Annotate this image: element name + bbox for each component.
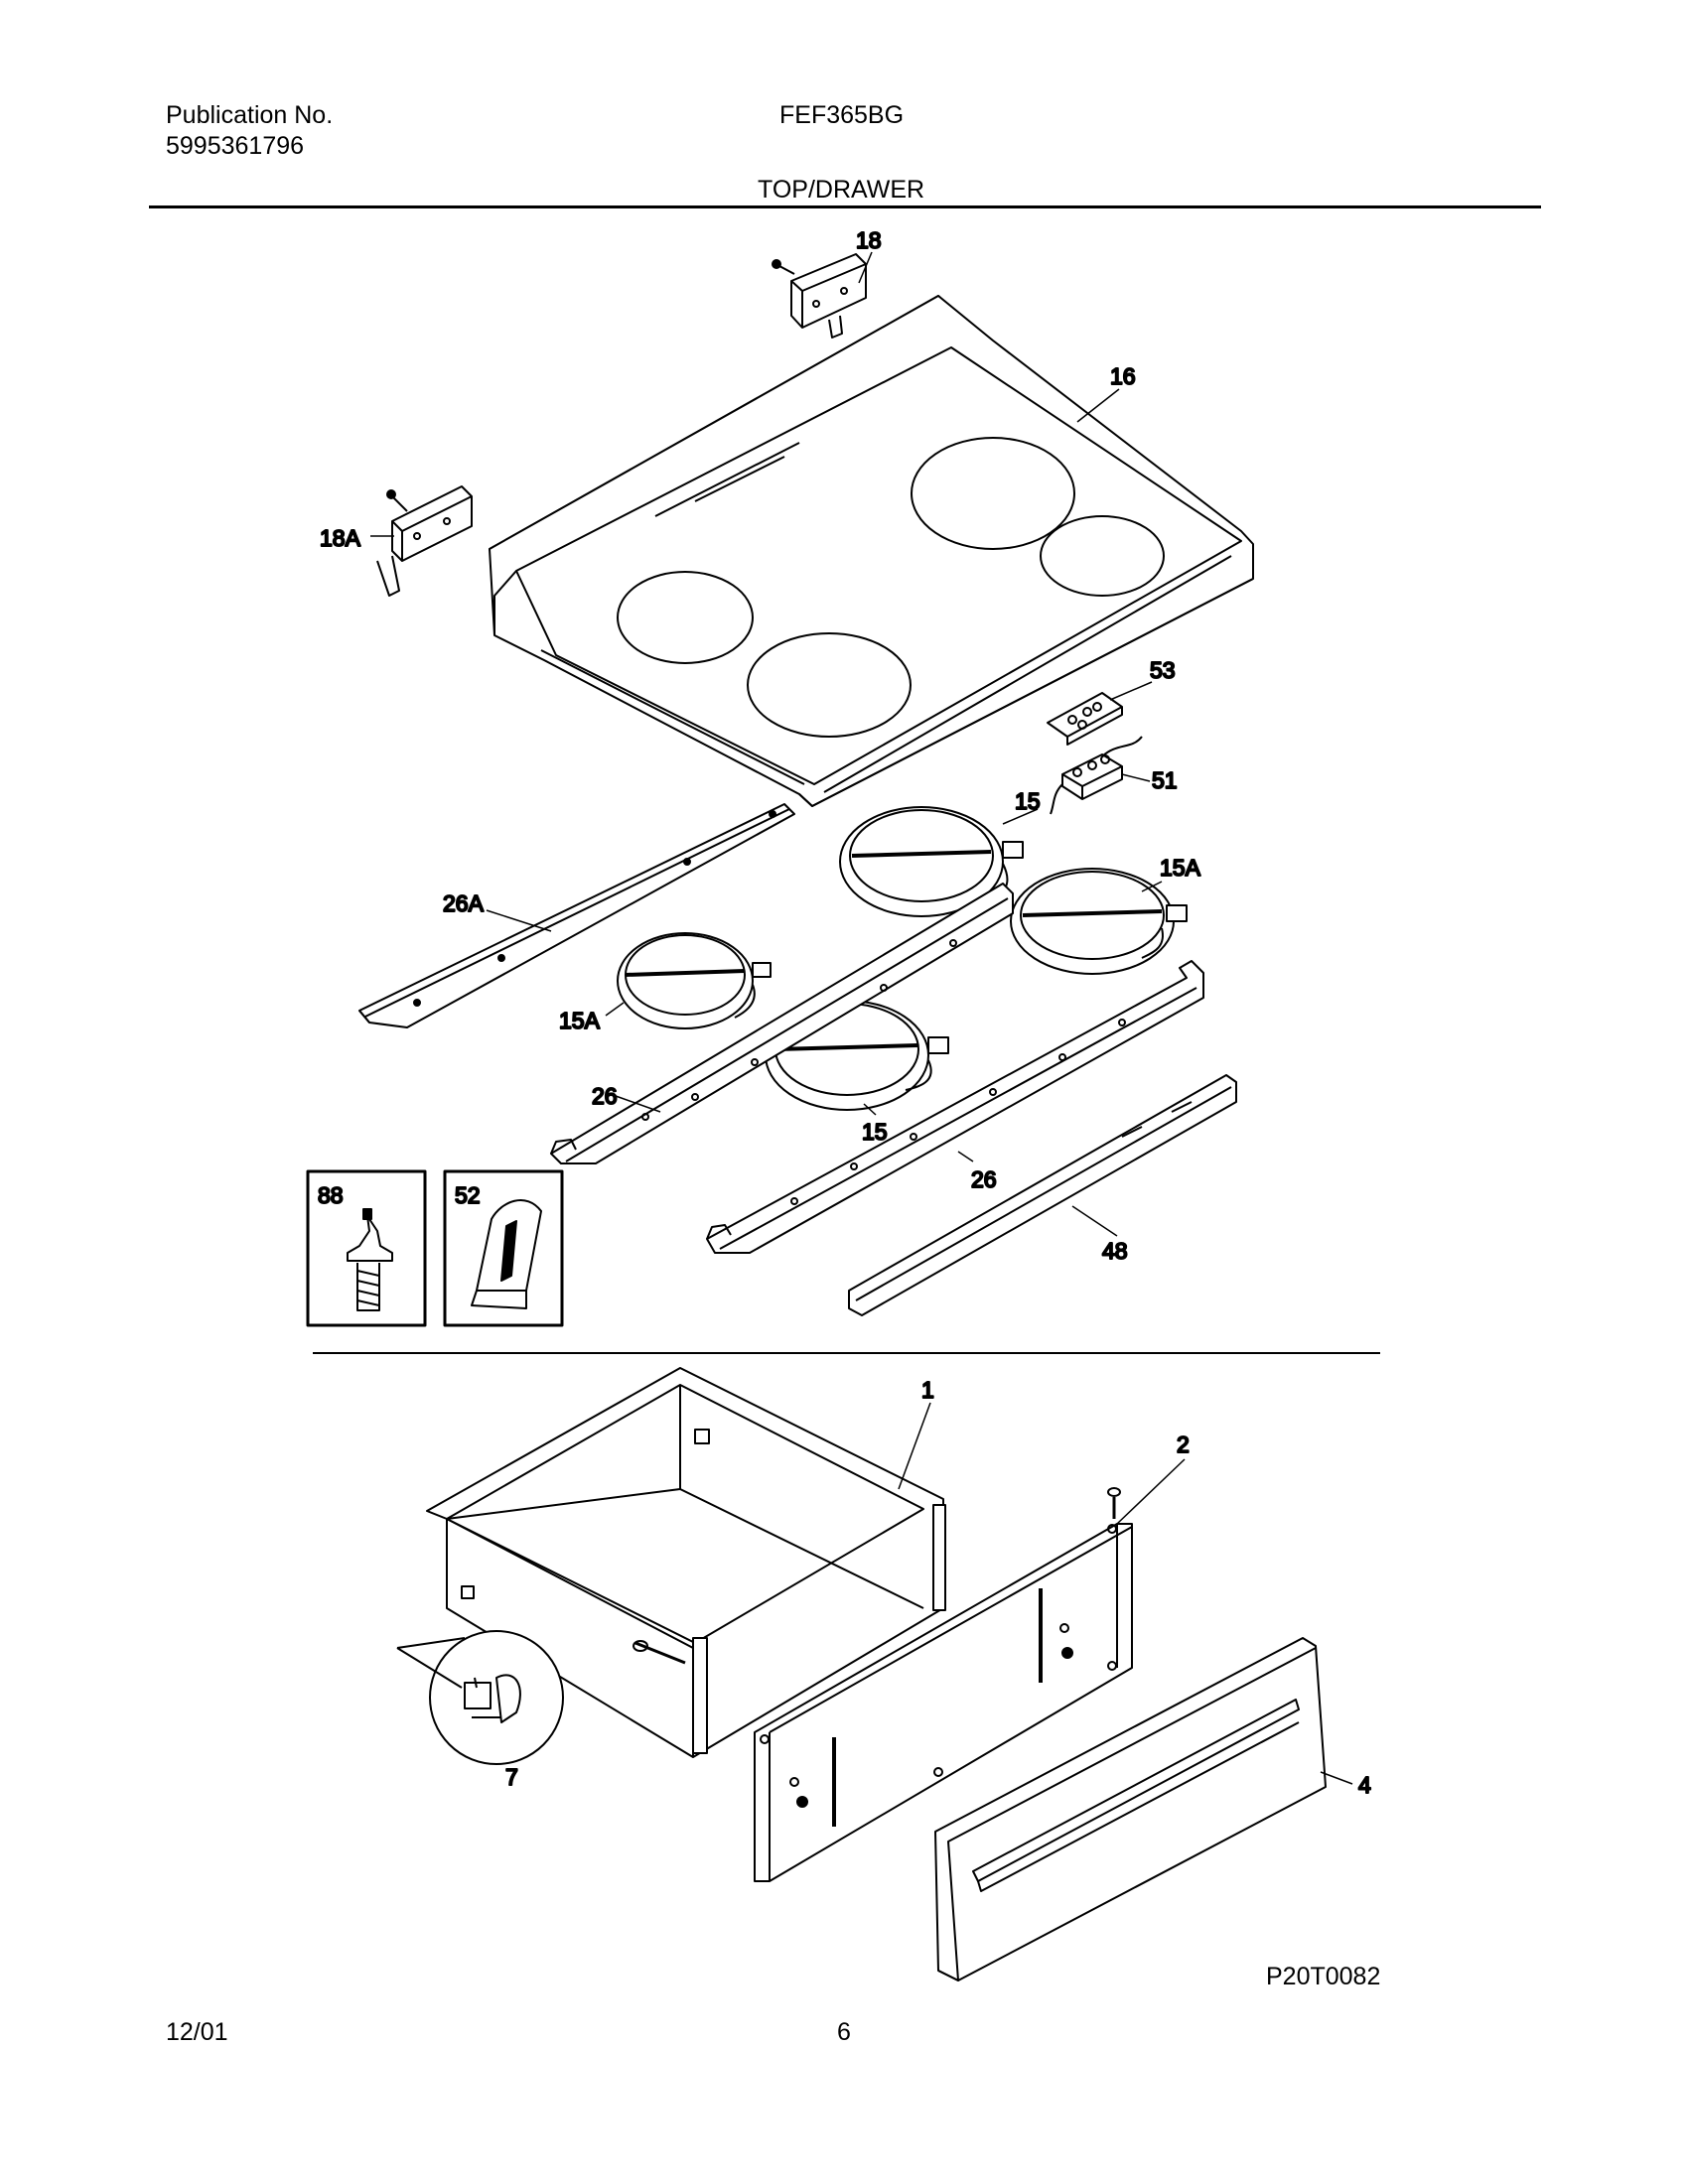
callout-support-right: 26 (971, 1166, 997, 1192)
callout-terminal-block: 51 (1152, 767, 1178, 793)
callout-support-left: 26 (592, 1083, 618, 1109)
publication-label: Publication No. (166, 101, 334, 129)
callout-hinge-left: 18A (320, 525, 361, 551)
terminal-cover (1047, 692, 1123, 746)
callout-element-back-left: 15 (1015, 788, 1041, 814)
header-rule (149, 205, 1541, 208)
callout-side-support: 26A (443, 890, 485, 916)
callout-drawer-front: 4 (1358, 1772, 1371, 1798)
callout-hinge-right: 18 (856, 227, 882, 253)
callout-element-front-left: 15A (559, 1008, 601, 1033)
callout-cooktop: 16 (1110, 363, 1136, 389)
side-support-rail (358, 803, 795, 1028)
callout-element-back-right: 15A (1160, 855, 1201, 881)
element-support-right (706, 960, 1204, 1254)
model-number: FEF365BG (779, 101, 905, 129)
page-number: 6 (837, 2018, 851, 2046)
leader-lines (370, 251, 1353, 1785)
publication-number: 5995361796 (166, 132, 305, 160)
cooktop-part (489, 295, 1254, 807)
callout-drawer-panel: 2 (1177, 1432, 1190, 1457)
callout-element-front-right: 15 (862, 1119, 888, 1145)
callout-trim-strip: 48 (1102, 1238, 1128, 1264)
inset-box-screw-stud (306, 1169, 427, 1327)
element-support-left (550, 883, 1014, 1164)
revision-date: 12/01 (166, 2018, 228, 2046)
callout-screw-stud: 88 (318, 1182, 344, 1208)
drawer-front (934, 1637, 1327, 1981)
terminal-block (1050, 736, 1143, 815)
drawer-body (426, 1367, 946, 1758)
inset-box-clip (443, 1169, 564, 1327)
callout-roller: 7 (505, 1764, 518, 1790)
radiant-element-back-left (839, 806, 1024, 917)
hinge-bracket-left (376, 485, 473, 597)
trim-strip (848, 1074, 1237, 1316)
diagram-code: P20T0082 (1266, 1963, 1381, 1990)
hinge-bracket-right (772, 253, 867, 339)
section-title: TOP/DRAWER (758, 176, 925, 204)
radiant-element-front-left (617, 932, 772, 1029)
callout-terminal-cover: 53 (1150, 657, 1176, 683)
roller-detail (396, 1630, 564, 1765)
callout-drawer: 1 (921, 1377, 934, 1403)
radiant-element-back-right (1010, 868, 1188, 975)
callout-clip: 52 (455, 1182, 481, 1208)
